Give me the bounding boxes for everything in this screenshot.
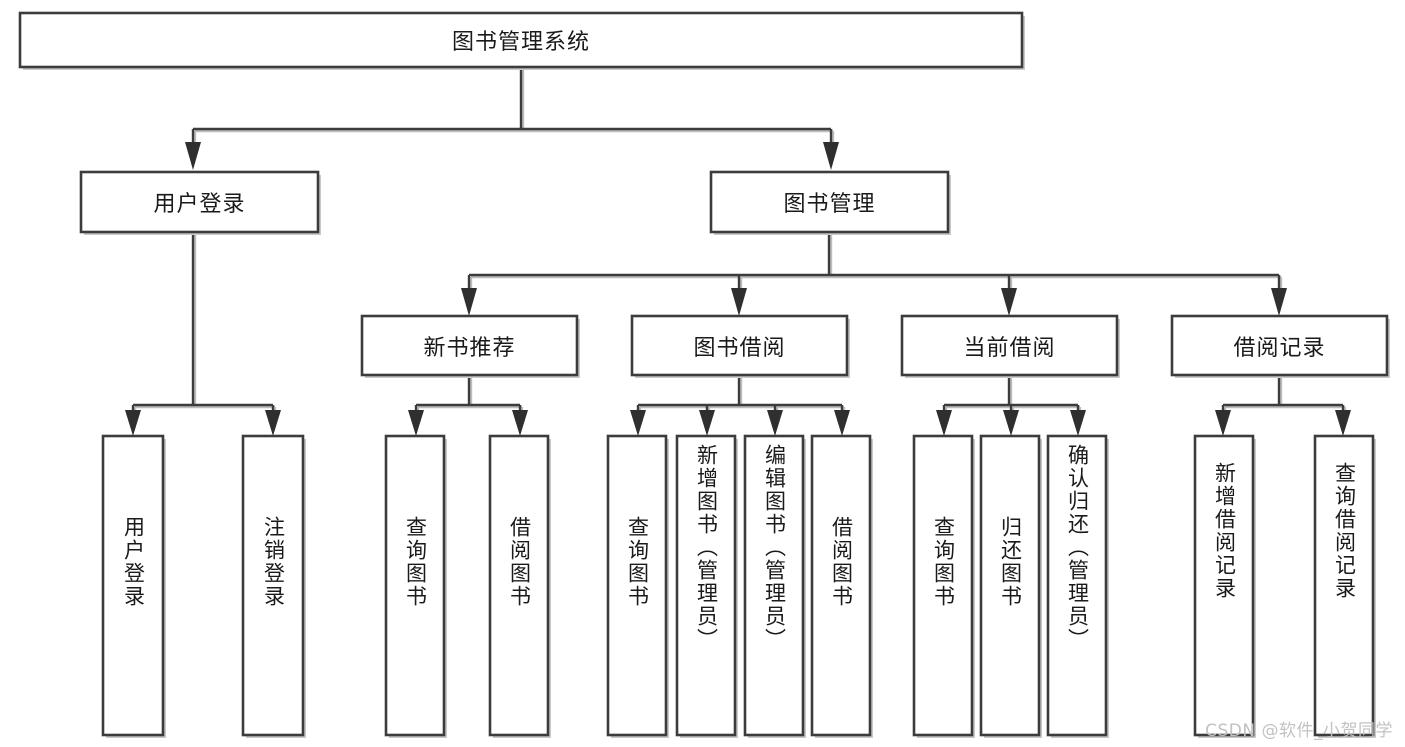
arrow-head-leaf-confirm-return xyxy=(1070,410,1086,436)
connector-newbookrec-to-leaves xyxy=(408,375,528,436)
arrow-head-leaf-query-record xyxy=(1335,410,1351,436)
node-leaf-query-record[interactable] xyxy=(1313,434,1376,738)
arrow-head-leaf-add-record xyxy=(1215,410,1231,436)
arrow-head-leaf-borrow-book-2 xyxy=(834,410,850,436)
arrow-head-leaf-query-book-3 xyxy=(936,410,952,436)
arrow-head-leaf-borrow-book-1 xyxy=(512,410,528,436)
node-leaf-edit-book[interactable] xyxy=(743,434,806,738)
connectors-layer xyxy=(125,68,1351,436)
arrow-head-leaf-logout-login xyxy=(265,410,281,436)
arrow-head-leaf-user-login xyxy=(125,410,141,436)
connector-userlogin-to-leaves xyxy=(125,232,281,436)
arrow-head-user-login xyxy=(185,142,201,170)
connector-borrowrecord-to-leaves xyxy=(1215,375,1351,436)
connector-currentborrow-to-leaves xyxy=(936,375,1086,436)
connector-root-to-level2 xyxy=(185,68,839,170)
node-leaf-query-book-2[interactable] xyxy=(606,434,669,738)
arrow-head-leaf-add-book xyxy=(699,410,715,436)
node-leaf-borrow-book-1[interactable] xyxy=(488,434,551,738)
node-book-manage[interactable] xyxy=(709,170,951,235)
node-current-borrow[interactable] xyxy=(900,314,1120,378)
node-user-login[interactable] xyxy=(79,170,321,235)
node-leaf-add-record[interactable] xyxy=(1193,434,1256,738)
arrow-head-leaf-query-book-1 xyxy=(408,410,424,436)
arrow-head-new-book-rec xyxy=(461,288,477,316)
arrow-head-leaf-edit-book xyxy=(767,410,783,436)
nodes-layer xyxy=(18,11,1390,738)
connector-bookmanage-to-level3 xyxy=(461,232,1287,316)
node-leaf-return-book[interactable] xyxy=(979,434,1042,738)
arrow-head-borrow-record xyxy=(1271,288,1287,316)
arrow-head-book-borrow xyxy=(731,288,747,316)
arrow-head-book-manage xyxy=(823,142,839,170)
node-borrow-record[interactable] xyxy=(1170,314,1390,378)
node-leaf-query-book-3[interactable] xyxy=(912,434,975,738)
node-leaf-add-book[interactable] xyxy=(675,434,738,738)
node-leaf-confirm-return[interactable] xyxy=(1046,434,1109,738)
arrow-head-leaf-return-book xyxy=(1003,410,1019,436)
node-root[interactable] xyxy=(18,11,1025,70)
node-leaf-logout-login[interactable] xyxy=(241,434,306,738)
connector-bookborrow-to-leaves xyxy=(630,375,850,436)
node-leaf-query-book-1[interactable] xyxy=(384,434,447,738)
node-leaf-user-login[interactable] xyxy=(101,434,166,738)
node-new-book-rec[interactable] xyxy=(360,314,580,378)
arrow-head-leaf-query-book-2 xyxy=(630,410,646,436)
node-leaf-borrow-book-2[interactable] xyxy=(810,434,873,738)
node-book-borrow[interactable] xyxy=(630,314,850,378)
arrow-head-current-borrow xyxy=(1001,288,1017,316)
